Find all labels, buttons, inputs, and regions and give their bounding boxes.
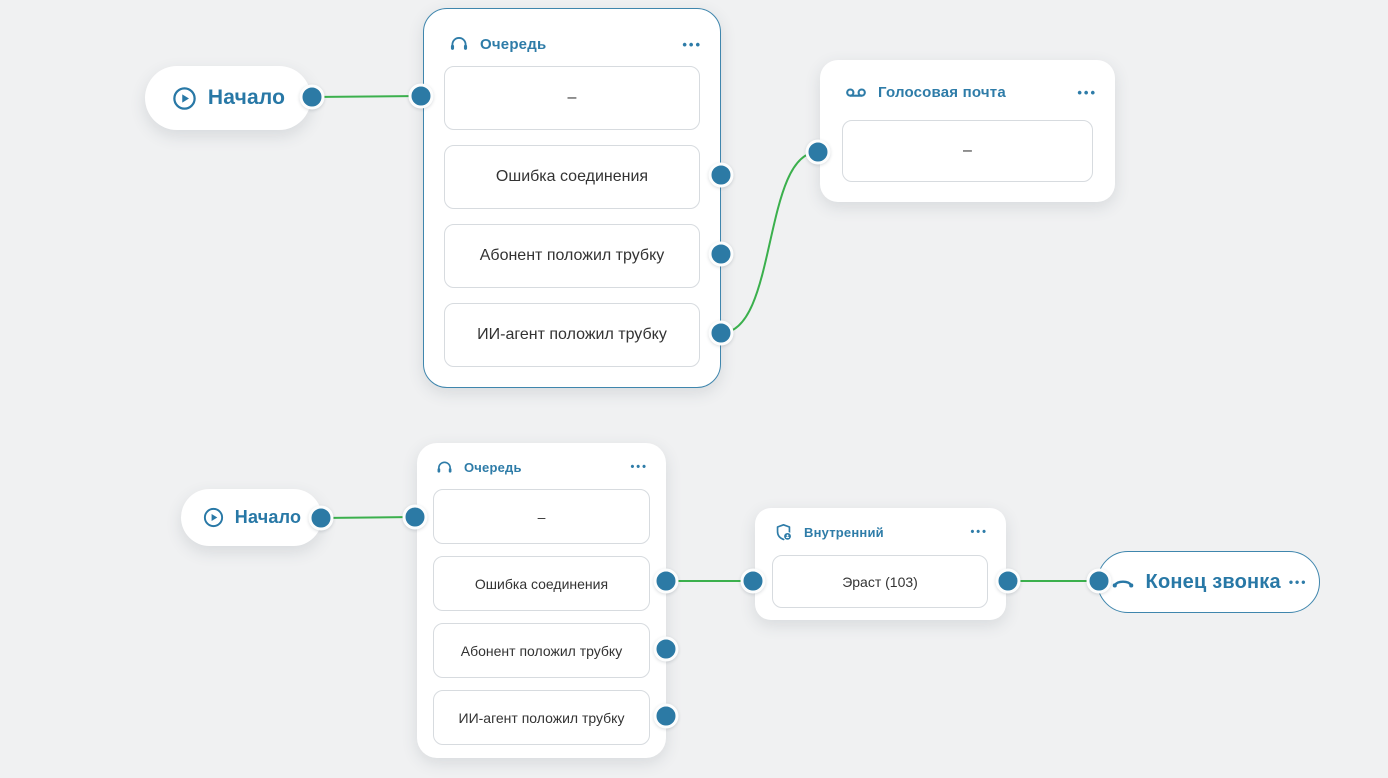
port-queue-top-in[interactable] [408,83,434,109]
port-end-call-in[interactable] [1086,568,1112,594]
queue-slot-default[interactable]: – [433,489,650,544]
port-voicemail-in[interactable] [805,139,831,165]
port-start-bottom-out[interactable] [308,505,334,531]
queue-slot-connection-error[interactable]: Ошибка соединения [444,145,700,209]
node-start-top[interactable]: Начало [145,66,311,130]
queue-slot-caller-hangup[interactable]: Абонент положил трубку [444,224,700,288]
queue-slot-default[interactable]: – [444,66,700,130]
node-title: Голосовая почта [878,83,1006,101]
node-queue-top[interactable]: Очередь ••• – Ошибка соединения Абонент … [423,8,721,388]
port-queue-top-error-out[interactable] [708,162,734,188]
port-start-top-out[interactable] [299,84,325,110]
voicemail-icon [844,80,868,104]
edge-start-to-queue-top[interactable] [311,95,422,98]
play-circle-icon [202,506,225,529]
node-internal[interactable]: Внутренний ••• Эраст (103) [755,508,1006,620]
end-call-label: Конец звонка [1145,570,1281,593]
shield-user-icon [773,522,794,543]
start-label: Начало [234,507,302,527]
start-label: Начало [207,86,286,109]
node-title: Внутренний [804,524,884,540]
port-queue-bottom-caller-hangup-out[interactable] [653,636,679,662]
node-voicemail[interactable]: Голосовая почта ••• – [820,60,1115,202]
headset-icon [435,458,454,477]
node-menu-button[interactable]: ••• [1288,575,1308,589]
node-start-bottom[interactable]: Начало [181,489,322,546]
node-end-call[interactable]: Конец звонка ••• [1097,551,1320,613]
queue-slot-ai-agent-hangup[interactable]: ИИ-агент положил трубку [444,303,700,367]
play-circle-icon [171,85,198,112]
voicemail-slot-default[interactable]: – [842,120,1093,182]
port-queue-top-caller-hangup-out[interactable] [708,241,734,267]
internal-slot-extension[interactable]: Эраст (103) [772,555,988,608]
port-queue-bottom-error-out[interactable] [653,568,679,594]
phone-down-icon [1110,569,1136,595]
node-title: Очередь [480,35,547,53]
node-menu-button[interactable]: ••• [682,36,702,52]
edge-aiagent-to-voicemail[interactable] [720,151,819,334]
queue-slot-caller-hangup[interactable]: Абонент положил трубку [433,623,650,678]
port-internal-in[interactable] [740,568,766,594]
headset-icon [448,33,470,55]
node-menu-button[interactable]: ••• [630,460,648,473]
port-queue-bottom-ai-hangup-out[interactable] [653,703,679,729]
node-menu-button[interactable]: ••• [970,525,988,538]
queue-slot-connection-error[interactable]: Ошибка соединения [433,556,650,611]
node-menu-button[interactable]: ••• [1077,84,1097,100]
node-queue-bottom[interactable]: Очередь ••• – Ошибка соединения Абонент … [417,443,666,758]
port-internal-out[interactable] [995,568,1021,594]
node-title: Очередь [464,459,522,475]
port-queue-top-ai-hangup-out[interactable] [708,320,734,346]
edge-start-to-queue-bottom[interactable] [320,516,416,519]
queue-slot-ai-agent-hangup[interactable]: ИИ-агент положил трубку [433,690,650,745]
port-queue-bottom-in[interactable] [402,504,428,530]
